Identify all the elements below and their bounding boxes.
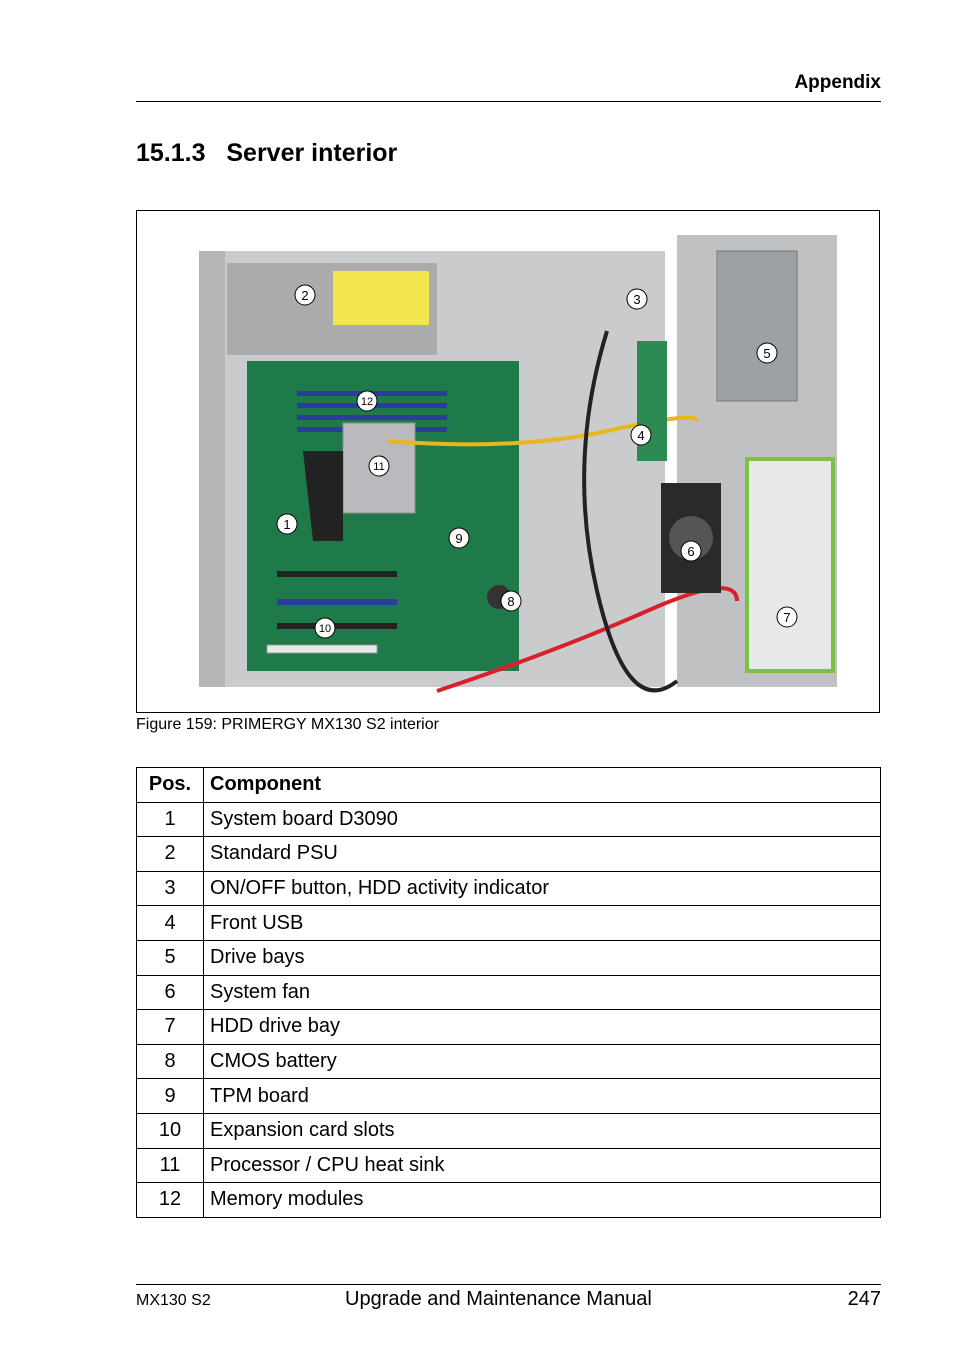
callout-2: 2 — [294, 284, 316, 306]
svg-text:8: 8 — [507, 594, 514, 609]
section-heading: 15.1.3 Server interior — [136, 139, 397, 168]
running-header: Appendix — [794, 72, 881, 93]
row-component: Expansion card slots — [203, 1112, 881, 1149]
row-pos: 2 — [136, 836, 204, 872]
page-number: 247 — [847, 1288, 881, 1310]
row-pos: 7 — [136, 1009, 204, 1045]
server-interior-illustration: 1 2 3 4 5 6 7 8 9 10 11 12 — [199, 235, 837, 693]
section-number: 15.1.3 — [136, 139, 206, 167]
svg-text:12: 12 — [361, 396, 373, 408]
row-component: Front USB — [203, 905, 881, 941]
row-component: CMOS battery — [203, 1043, 881, 1080]
footer-rule — [136, 1284, 881, 1285]
row-pos: 1 — [136, 801, 204, 838]
callout-7: 7 — [776, 606, 798, 628]
callout-10: 10 — [314, 617, 336, 639]
row-component: Memory modules — [203, 1182, 881, 1218]
svg-text:9: 9 — [455, 531, 462, 546]
section-title: Server interior — [226, 139, 398, 167]
row-pos: 11 — [136, 1147, 204, 1184]
row-component: Standard PSU — [203, 836, 881, 872]
hdd-drive-bay-graphic — [745, 457, 835, 673]
svg-text:2: 2 — [301, 288, 308, 303]
row-component: Drive bays — [203, 939, 881, 976]
callout-11: 11 — [368, 455, 390, 477]
dimm-slot-3 — [297, 415, 447, 420]
row-pos: 9 — [136, 1078, 204, 1114]
row-component: HDD drive bay — [203, 1009, 881, 1045]
cable-black — [582, 330, 679, 693]
footer-manual-title: Upgrade and Maintenance Manual — [345, 1288, 652, 1310]
row-pos: 4 — [136, 905, 204, 941]
row-component: System fan — [203, 974, 881, 1011]
system-fan-rotor — [669, 516, 713, 560]
expansion-slot-2 — [277, 599, 397, 605]
psu-label — [333, 271, 429, 325]
drive-bays-graphic — [716, 250, 798, 402]
expansion-slot-1 — [277, 571, 397, 577]
chassis-rear-panel — [199, 251, 225, 687]
row-pos: 10 — [136, 1112, 204, 1149]
row-component: System board D3090 — [203, 801, 881, 838]
expansion-slot-3 — [277, 623, 397, 629]
svg-text:11: 11 — [373, 461, 384, 473]
callout-3: 3 — [626, 288, 648, 310]
server-interior-figure: 1 2 3 4 5 6 7 8 9 10 11 12 — [136, 210, 880, 713]
row-pos: 12 — [136, 1182, 204, 1218]
row-component: ON/OFF button, HDD activity indicator — [203, 870, 881, 907]
svg-text:4: 4 — [637, 428, 644, 443]
callout-6: 6 — [680, 540, 702, 562]
expansion-slot-4 — [266, 644, 378, 654]
row-pos: 5 — [136, 939, 204, 976]
callout-9: 9 — [448, 527, 470, 549]
svg-text:6: 6 — [687, 544, 694, 559]
callout-1: 1 — [276, 513, 298, 535]
cable-red — [436, 586, 739, 693]
cable-yellow — [386, 415, 699, 447]
footer-model: MX130 S2 — [136, 1292, 211, 1309]
svg-text:1: 1 — [283, 517, 290, 532]
callout-4: 4 — [630, 424, 652, 446]
row-pos: 6 — [136, 974, 204, 1011]
row-pos: 3 — [136, 870, 204, 907]
table-header-row: Pos. Component — [136, 767, 881, 803]
svg-text:10: 10 — [319, 623, 331, 635]
callout-5: 5 — [756, 342, 778, 364]
row-component: TPM board — [203, 1078, 881, 1114]
svg-text:5: 5 — [763, 346, 770, 361]
callout-12: 12 — [356, 390, 378, 412]
row-component: Processor / CPU heat sink — [203, 1147, 881, 1184]
row-pos: 8 — [136, 1043, 204, 1080]
svg-text:7: 7 — [783, 610, 790, 625]
header-rule — [136, 101, 881, 102]
callout-8: 8 — [500, 590, 522, 612]
svg-text:3: 3 — [633, 292, 640, 307]
header-component: Component — [203, 767, 881, 803]
figure-caption: Figure 159: PRIMERGY MX130 S2 interior — [136, 716, 439, 733]
heat-sink-bracket — [303, 451, 343, 541]
header-pos: Pos. — [136, 767, 204, 803]
